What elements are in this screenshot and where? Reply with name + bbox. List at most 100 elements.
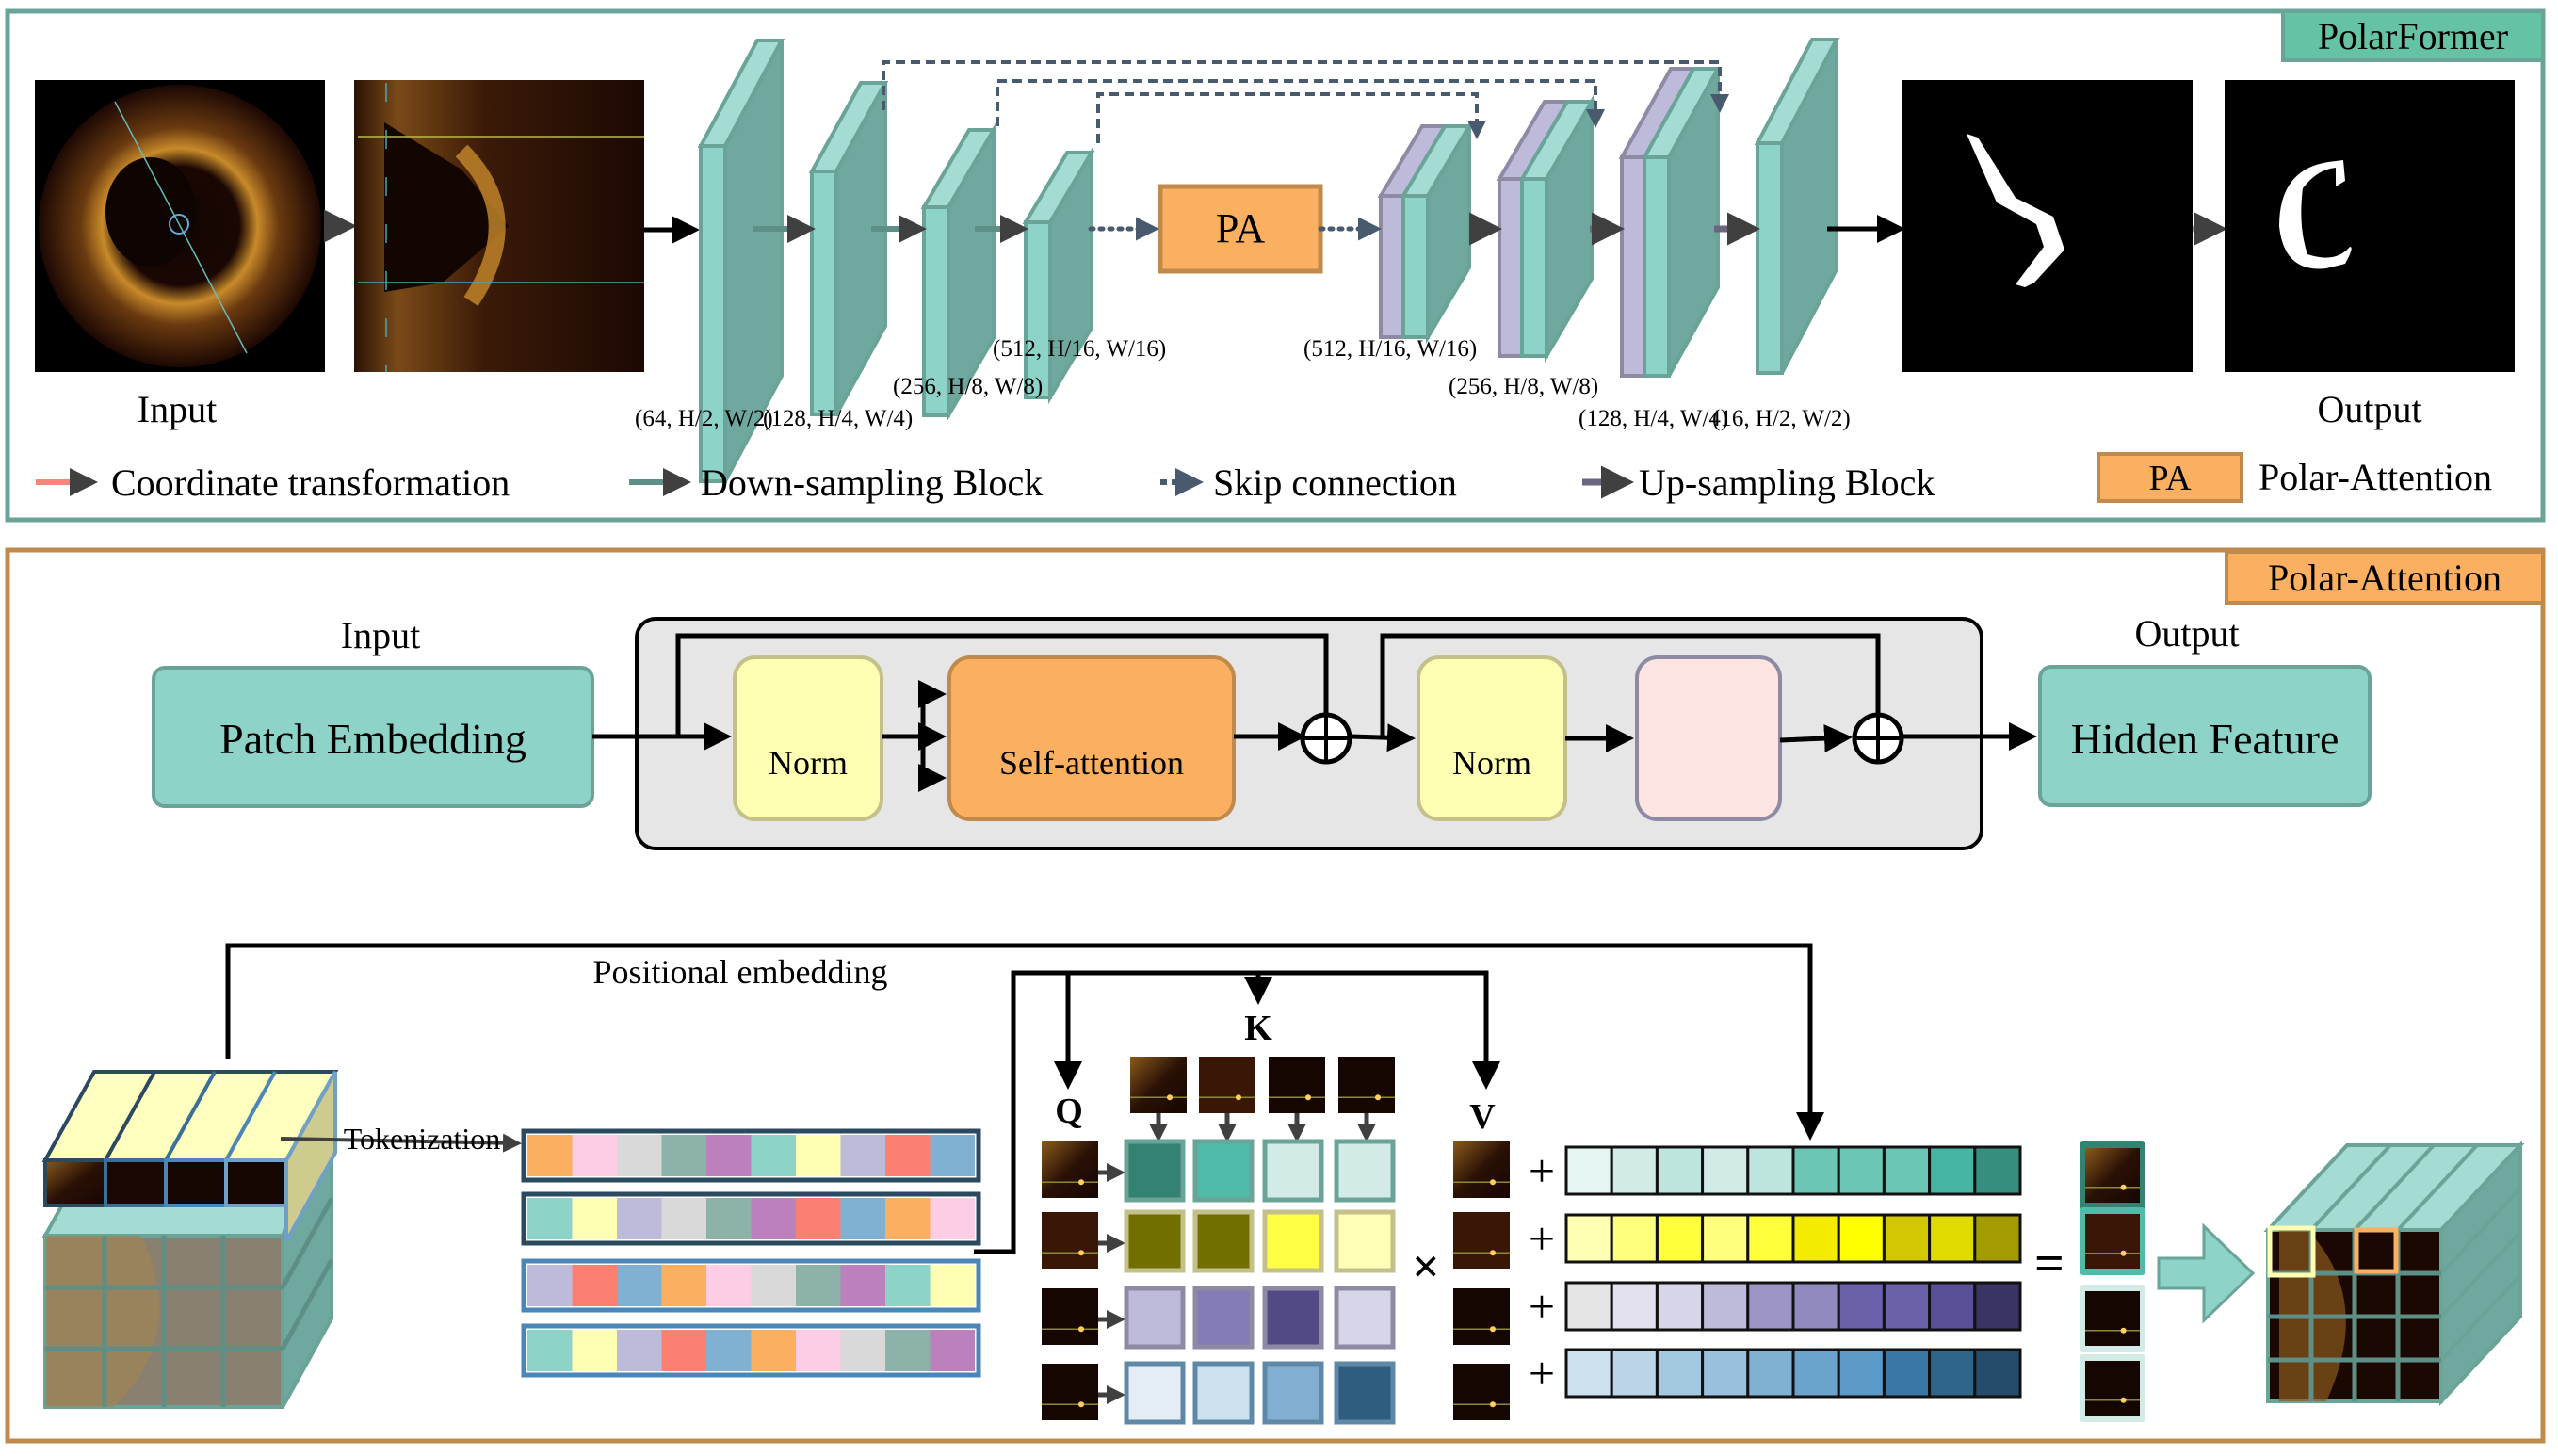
key-patch <box>1130 1057 1187 1113</box>
decoder-dim-label: (128, H/4, W/4) <box>1579 406 1728 431</box>
token-sequences <box>521 1128 981 1378</box>
token-cell <box>751 1135 796 1176</box>
token-cell <box>840 1265 885 1306</box>
token-cell <box>617 1330 662 1371</box>
plus-sign: + <box>1529 1144 1555 1197</box>
token-cell <box>527 1198 573 1239</box>
decoder-block-teal <box>1641 67 1722 378</box>
tokenization-label: Tokenization <box>344 1122 501 1156</box>
input-oct-image <box>35 80 325 372</box>
value-cell <box>1746 1213 1795 1264</box>
plus-sign: + <box>1529 1347 1555 1399</box>
q-label: Q <box>1055 1092 1083 1131</box>
residual-add-1 <box>1300 712 1352 765</box>
token-sequence-border <box>521 1258 981 1313</box>
query-patch <box>1042 1141 1098 1198</box>
output-volume <box>2263 1140 2525 1407</box>
v-label: V <box>1469 1097 1496 1137</box>
attention-output-label: Output <box>2134 612 2239 655</box>
reconstruct-arrow-icon <box>2157 1222 2256 1324</box>
positional-embedding-label: Positional embedding <box>593 953 888 991</box>
polar-attention-title: Polar-Attention <box>2268 557 2501 599</box>
skip-connection-line <box>996 79 1605 128</box>
attention-cell <box>1124 1286 1186 1350</box>
decoder-dim-label: (16, H/2, W/2) <box>1712 406 1851 431</box>
decoder-block-teal <box>1400 119 1473 345</box>
decoder-block-2 <box>1496 94 1595 364</box>
result-patches <box>2080 1141 2145 1422</box>
attention-cell <box>1124 1209 1186 1273</box>
value-cell <box>1973 1213 2022 1264</box>
token-cell <box>527 1330 573 1371</box>
token-sequence-border <box>521 1128 981 1183</box>
legend-skip-label: Skip connection <box>1213 461 1457 504</box>
token-sequence-border <box>521 1191 981 1246</box>
token-cell <box>572 1265 617 1306</box>
token-cell <box>661 1198 706 1239</box>
value-patch <box>1453 1364 1510 1420</box>
attention-cell <box>1124 1139 1186 1203</box>
token-cell <box>527 1265 573 1306</box>
legend-upsampling-label: Up-sampling Block <box>1639 461 1935 504</box>
decoder-blocks <box>1377 38 1840 378</box>
legend-coordinate-label: Coordinate transformation <box>111 461 510 504</box>
token-cell <box>796 1198 841 1239</box>
query-patch <box>1042 1212 1098 1269</box>
attention-cell <box>1262 1139 1324 1203</box>
value-cell <box>1791 1348 1840 1399</box>
dimension-labels: (64, H/2, W/2)(128, H/4, W/4)(256, H/8, … <box>635 336 1851 431</box>
value-cell <box>1882 1145 1932 1196</box>
legend-pa-label: Polar-Attention <box>2258 456 2492 498</box>
value-cell <box>1791 1145 1840 1196</box>
token-cell <box>617 1135 662 1176</box>
polarformer-title: PolarFormer <box>2318 15 2508 57</box>
token-cell <box>751 1330 796 1371</box>
token-cell <box>706 1330 752 1371</box>
polar-image <box>354 80 644 372</box>
value-cell <box>1837 1213 1886 1264</box>
result-patch <box>2080 1207 2145 1275</box>
result-patch-image <box>2085 1291 2140 1346</box>
decoder-block-4 <box>1754 38 1840 375</box>
value-cell <box>1655 1348 1705 1399</box>
patch-volume <box>41 1070 339 1409</box>
token-cell <box>885 1265 931 1306</box>
token-sequence <box>521 1258 981 1313</box>
decoder-dim-label: (256, H/8, W/8) <box>1449 374 1598 399</box>
value-cell <box>1973 1145 2022 1196</box>
value-cell <box>1746 1145 1795 1196</box>
token-sequence-border <box>521 1323 981 1378</box>
token-cell <box>930 1330 975 1371</box>
value-cell <box>1837 1281 1886 1332</box>
value-cell <box>1610 1348 1659 1399</box>
plus-sign: + <box>1529 1280 1555 1333</box>
value-cell <box>1610 1145 1659 1196</box>
attention-cell <box>1192 1139 1255 1203</box>
attention-input-label: Input <box>341 614 420 656</box>
residual-add-2 <box>1852 712 1904 765</box>
legend-downsampling-label: Down-sampling Block <box>701 461 1043 504</box>
value-cell <box>1564 1145 1613 1196</box>
attention-cell <box>1262 1209 1324 1273</box>
token-cell <box>840 1330 885 1371</box>
decoder-block-1 <box>1377 119 1473 345</box>
value-patches <box>1453 1141 1510 1420</box>
decoder-dim-label: (512, H/16, W/16) <box>1303 336 1477 362</box>
mlp-block <box>1635 655 1782 821</box>
value-patch <box>1453 1141 1510 1198</box>
token-cell <box>885 1198 931 1239</box>
token-cell <box>840 1198 885 1239</box>
value-cell <box>1882 1213 1932 1264</box>
attention-cell <box>1334 1209 1396 1273</box>
value-cell <box>1973 1281 2022 1332</box>
token-cell <box>796 1330 841 1371</box>
attention-cell <box>1124 1361 1186 1425</box>
value-cell <box>1701 1281 1750 1332</box>
token-cell <box>706 1135 752 1176</box>
value-cell <box>1701 1348 1750 1399</box>
polarformer-title-badge <box>2281 9 2545 62</box>
value-cell <box>1701 1145 1750 1196</box>
token-cell <box>572 1135 617 1176</box>
token-sequence <box>521 1191 981 1246</box>
